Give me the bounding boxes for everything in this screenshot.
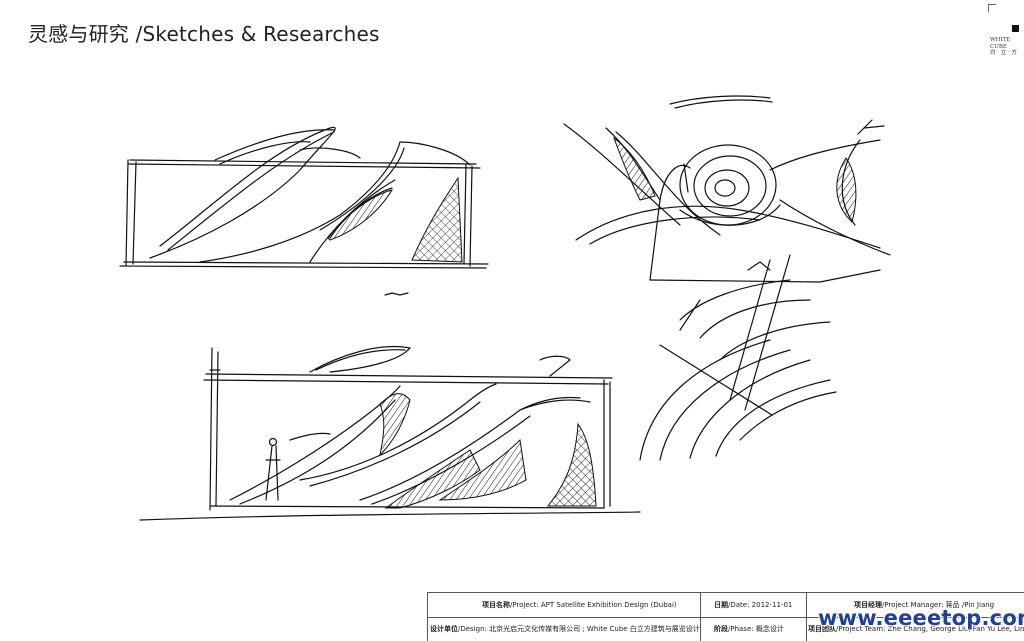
title-block-divider-1 [700, 593, 701, 641]
title-block-row-1: 项目名称/Project: APT Satellite Exhibition D… [428, 593, 1024, 618]
sketch-crosshatch-2 [547, 422, 597, 507]
manager-field: 项目经理/Project Manager: 蒋品 /Pin Jiang [854, 593, 1024, 617]
sketch-hatch-2 [612, 136, 656, 201]
sketch-arcs [639, 254, 837, 461]
brand-line-2: CUBE [990, 43, 1007, 50]
brand-line-1: WHITE [990, 37, 1011, 43]
corner-mark [988, 4, 996, 12]
phase-value: /Phase: 概念设计 [728, 625, 784, 633]
watermark: www.eeeetop.com [818, 606, 1024, 630]
manager-value: /Project Manager: 蒋品 /Pin Jiang [882, 601, 995, 609]
design-value: /Design: 北京光启元文化传媒有限公司 ; White Cube 白立方建… [458, 625, 700, 633]
phase-field: 阶段/Phase: 概念设计 [714, 617, 806, 641]
project-value: /Project: APT Satellite Exhibition Desig… [510, 601, 677, 609]
project-field: 项目名称/Project: APT Satellite Exhibition D… [482, 593, 700, 617]
sketch-elevation-2 [139, 345, 641, 521]
sketch-hatch-6 [438, 438, 527, 501]
brand-logo-square [1012, 25, 1019, 32]
project-label: 项目名称 [482, 601, 510, 609]
date-value: /Date: 2012-11-01 [728, 601, 793, 609]
sketch-canvas [119, 95, 891, 521]
brand-logo: WHITE CUBE 白 · 立 · 方 [990, 37, 1024, 57]
sketch-hatch-1 [327, 189, 394, 241]
drawing-title-block: 项目名称/Project: APT Satellite Exhibition D… [427, 592, 1024, 641]
date-label: 日期 [714, 601, 728, 609]
sketch-crosshatch-1 [411, 176, 463, 263]
phase-label: 阶段 [714, 625, 728, 633]
team-field: 项目团队/Project Team: Zhe Chang, George Liu… [808, 617, 1024, 641]
design-field: 设计单位/Design: 北京光启元文化传媒有限公司 ; White Cube … [430, 617, 700, 641]
sketch-hatch-3 [836, 157, 857, 223]
title-block-row-2: 设计单位/Design: 北京光启元文化传媒有限公司 ; White Cube … [428, 617, 1024, 641]
page-title: 灵感与研究 /Sketches & Researches [28, 22, 380, 46]
brand-line-3: 白 · 立 · 方 [990, 50, 1017, 56]
sketch-hatch-5 [384, 449, 481, 509]
design-label: 设计单位 [430, 625, 458, 633]
sketch-elevation-1 [119, 126, 489, 296]
title-block-divider-2 [806, 593, 807, 641]
team-label: 项目团队 [808, 625, 836, 633]
manager-label: 项目经理 [854, 601, 882, 609]
sketch-hatch-4 [379, 393, 411, 457]
date-field: 日期/Date: 2012-11-01 [714, 593, 814, 617]
sketch-perspective [563, 95, 891, 283]
team-value: /Project Team: Zhe Chang, George Liu, Fa… [836, 625, 1024, 633]
